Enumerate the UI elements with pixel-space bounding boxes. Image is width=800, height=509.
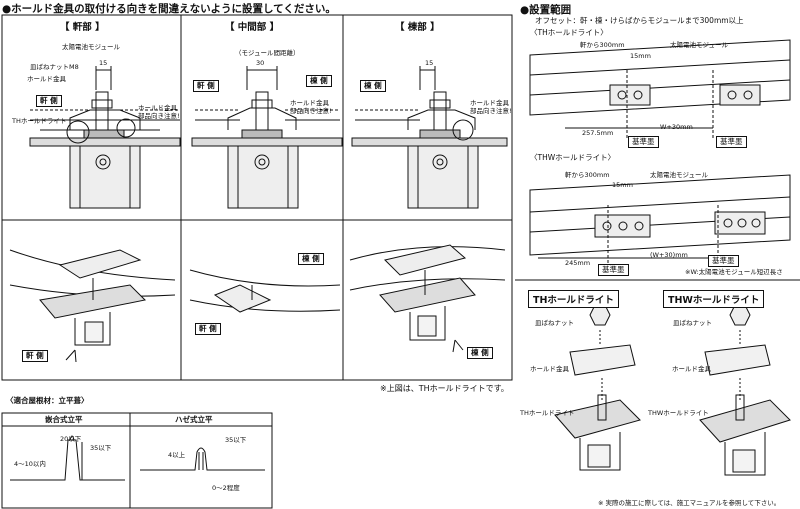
range-base-line-1: 基準墨 bbox=[628, 136, 659, 149]
middle-perspective bbox=[189, 269, 341, 313]
range-th-label: 〈THホールドライト〉 bbox=[530, 28, 608, 37]
callout-hold-fitting: ホールド金具 bbox=[27, 75, 66, 83]
parts-th-title: THホールドライト bbox=[528, 290, 619, 308]
ridge-perspective bbox=[349, 244, 506, 353]
roof-d4-10: 4～10以内 bbox=[14, 460, 46, 468]
parts-hold-1: ホールド金具 bbox=[530, 365, 569, 373]
callout-warn1-line2: 部品向き注意! bbox=[138, 112, 180, 120]
eaves-cross-section bbox=[29, 66, 181, 209]
range-title: ●設置範囲 bbox=[520, 4, 572, 16]
roof-d20: 20以下 bbox=[60, 435, 82, 443]
panel-grid-frame bbox=[1, 14, 513, 381]
persp-ridge-label: 棟 側 bbox=[467, 347, 493, 359]
range-d245: 245mm bbox=[565, 259, 591, 267]
range-subtitle: オフセット：軒・棟・けらばからモジュールまで300mm以上 bbox=[535, 16, 744, 25]
range-base-line-4: 基準墨 bbox=[708, 255, 739, 268]
range-dim15-1: 15mm bbox=[630, 52, 651, 60]
install-range-th bbox=[529, 39, 791, 140]
persp-middle-eaves-label: 軒 側 bbox=[195, 323, 221, 335]
roof-d35: 35以下 bbox=[90, 444, 112, 452]
range-d257: 257.5mm bbox=[582, 129, 614, 137]
panel-middle-eaves-label: 軒 側 bbox=[193, 80, 219, 92]
parts-note: ※ 実際の施工に際しては、施工マニュアルを参照して下さい。 bbox=[598, 499, 781, 507]
range-solar-module-1: 太陽電池モジュール bbox=[670, 41, 729, 49]
th-exploded-parts bbox=[554, 304, 641, 471]
roof-material-section bbox=[1, 412, 273, 509]
parts-nut-2: 皿ばねナット bbox=[673, 319, 712, 327]
panel-title-middle: 【 中間部 】 bbox=[225, 22, 280, 33]
callout-dim15-ridge: 15 bbox=[425, 59, 434, 67]
callout-module-gap: （モジュール間距離） bbox=[235, 49, 300, 57]
range-note: ※W:太陽電池モジュール短辺長さ bbox=[685, 268, 783, 276]
callout-dim15: 15 bbox=[99, 59, 108, 67]
parts-hold-2: ホールド金具 bbox=[672, 365, 711, 373]
range-base-line-3: 基準墨 bbox=[598, 264, 629, 277]
callout-warn3-line1: ホールド金具 bbox=[470, 99, 509, 107]
range-dW30: W+30mm bbox=[660, 123, 693, 131]
callout-th-hold-light: THホールドライト bbox=[12, 117, 67, 125]
range-base-line-2: 基準墨 bbox=[716, 136, 747, 149]
main-title: ●ホールド金具の取付ける向きを間違えないように設置してください。 bbox=[2, 3, 336, 15]
parts-th-base: THホールドライト bbox=[520, 409, 575, 417]
range-thw-label: 〈THWホールドライト〉 bbox=[530, 153, 616, 162]
roof-material-title: 〈適合屋根材：立平葺〉 bbox=[6, 396, 89, 405]
range-solar-module-2: 太陽電池モジュール bbox=[650, 171, 709, 179]
range-from-eaves-1: 軒から300mm bbox=[580, 41, 625, 49]
callout-warn2-line2: 部品向き注意! bbox=[290, 107, 332, 115]
range-dW30b: (W+30)mm bbox=[650, 251, 688, 259]
callout-warn1-line1: ホールド金具 bbox=[138, 104, 177, 112]
roof-d35b: 35以下 bbox=[225, 436, 247, 444]
range-dim15-2: 15mm bbox=[612, 181, 633, 189]
range-from-eaves-2: 軒から300mm bbox=[565, 171, 610, 179]
callout-warn3-line2: 部品向き注意! bbox=[470, 107, 512, 115]
persp-eaves-label: 軒 側 bbox=[22, 350, 48, 362]
panel-eaves-side-label: 軒 側 bbox=[36, 95, 62, 107]
parts-nut-1: 皿ばねナット bbox=[535, 319, 574, 327]
eaves-perspective bbox=[9, 249, 176, 363]
persp-middle-ridge-label: 棟 側 bbox=[298, 253, 324, 265]
roof-col2: ハゼ式立平 bbox=[175, 415, 213, 424]
parts-thw-base: THWホールドライト bbox=[648, 409, 709, 417]
callout-warn2-line1: ホールド金具 bbox=[290, 99, 329, 107]
panel-middle-ridge-label: 棟 側 bbox=[306, 75, 332, 87]
middle-cross-section bbox=[191, 66, 343, 209]
callout-flange-nut: 皿ばねナットM8 bbox=[30, 63, 79, 71]
callout-dim30: 30 bbox=[256, 59, 265, 67]
roof-d4: 4以上 bbox=[168, 451, 186, 459]
install-range-thw bbox=[529, 174, 791, 270]
ridge-cross-section bbox=[351, 66, 508, 209]
roof-d0-2: 0～2程度 bbox=[212, 484, 240, 492]
roof-col1: 嵌合式立平 bbox=[45, 415, 83, 424]
panel-title-eaves: 【 軒部 】 bbox=[60, 22, 105, 33]
parts-thw-title: THWホールドライト bbox=[663, 290, 765, 308]
callout-solar-module: 太陽電池モジュール bbox=[62, 43, 121, 51]
panel-title-ridge: 【 棟部 】 bbox=[395, 22, 440, 33]
perspective-note: ※上図は、THホールドライトです。 bbox=[380, 384, 509, 393]
thw-exploded-parts bbox=[699, 304, 791, 476]
panel-ridge-side-label: 棟 側 bbox=[360, 80, 386, 92]
